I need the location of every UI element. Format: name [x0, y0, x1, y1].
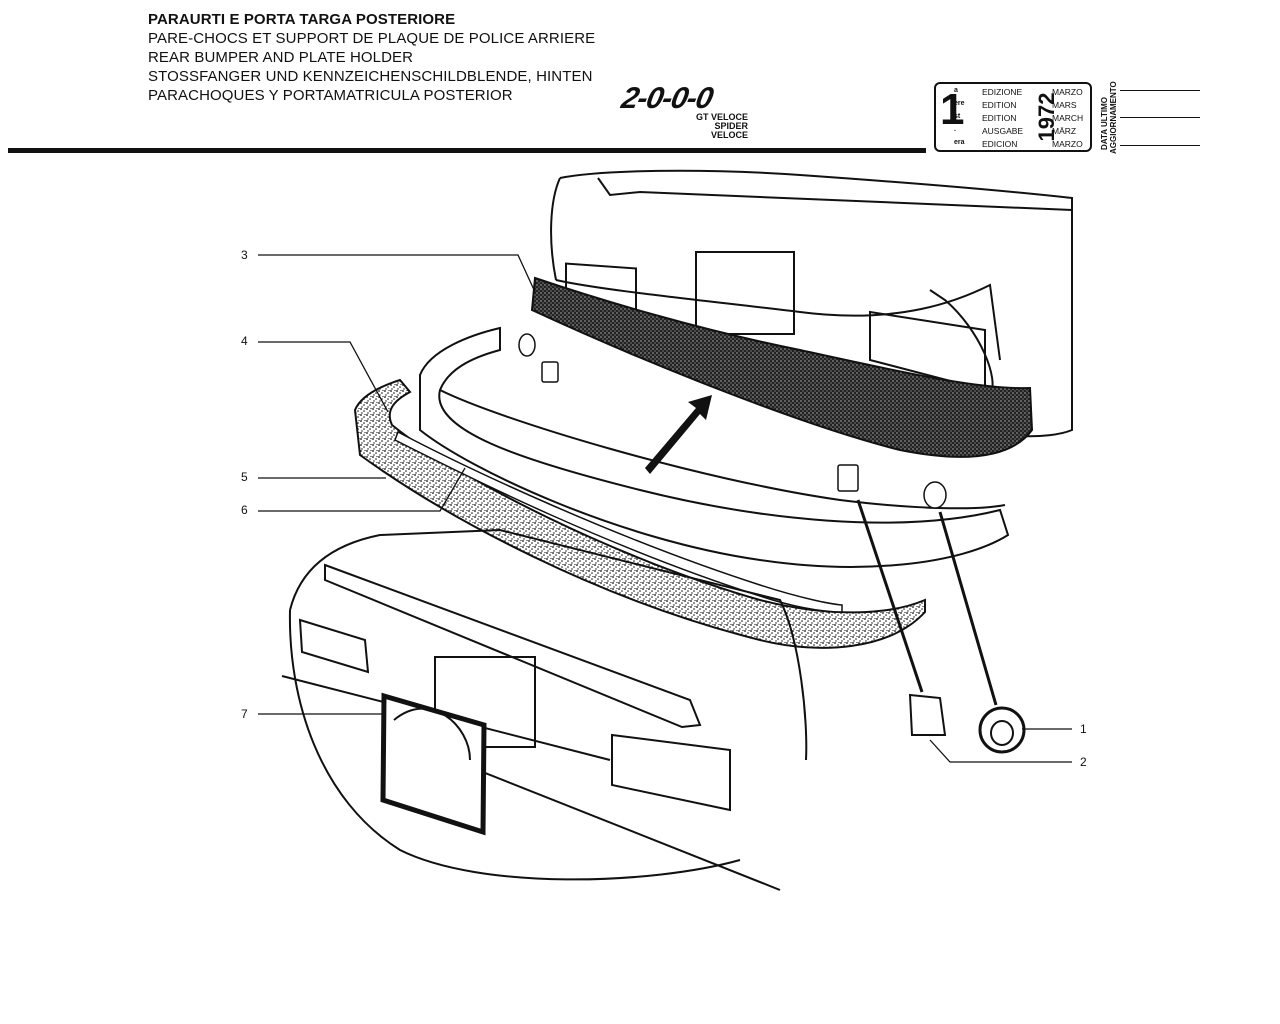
clips-upper [518, 333, 947, 509]
clip-part-2 [908, 693, 947, 736]
edition-suffix: a [954, 87, 958, 94]
leader-lines [258, 254, 1072, 763]
grommet-part-1 [978, 706, 1026, 754]
update-rule [1120, 145, 1200, 146]
bumper-lower [353, 378, 926, 649]
header-rule [8, 148, 926, 153]
logo-line-gt: GT VELOCE [695, 112, 748, 122]
title-fr: PARE-CHOCS ET SUPPORT DE PLAQUE DE POLIC… [148, 30, 596, 47]
edition-label: EDICION [982, 139, 1018, 149]
edition-month: MÄRZ [1052, 126, 1077, 136]
edition-label: EDITION [982, 100, 1017, 110]
title-en: REAR BUMPER AND PLATE HOLDER [148, 49, 414, 66]
title-es: PARACHOQUES Y PORTAMATRICULA POSTERIOR [148, 87, 513, 104]
edition-label: EDIZIONE [982, 87, 1023, 97]
title-de: STOSSFANGER UND KENNZEICHENSCHILDBLENDE,… [148, 68, 593, 85]
edition-label: AUSGABE [982, 126, 1024, 136]
callout-3: 3 [241, 248, 248, 262]
edition-suffix: st [954, 113, 961, 120]
edition-number: 1 [940, 85, 965, 134]
explosion-lines [856, 499, 998, 706]
model-logo: 2-0-0-0 GT VELOCE SPIDER VELOCE [619, 82, 752, 140]
edition-month: MARCH [1052, 113, 1084, 123]
callout-4: 4 [241, 334, 248, 348]
update-rule [1120, 90, 1200, 91]
title-block: PARAURTI E PORTA TARGA POSTERIORE PARE-C… [148, 10, 595, 105]
edition-label: EDITION [982, 113, 1017, 123]
update-rule [1120, 117, 1200, 118]
edition-month: MARZO [1052, 139, 1083, 149]
title-it: PARAURTI E PORTA TARGA POSTERIORE [148, 11, 456, 28]
callout-7: 7 [241, 707, 248, 721]
edition-suffix: ere [954, 100, 965, 107]
edition-month: MARZO [1052, 87, 1083, 97]
edition-suffix: . [954, 126, 956, 133]
edition-box: 1 a ere st . era EDIZIONE EDITION EDITIO… [934, 82, 1092, 152]
logo-subtitle: GT VELOCE SPIDER VELOCE [678, 113, 748, 140]
edition-month: MARS [1052, 100, 1077, 110]
callout-5: 5 [241, 470, 248, 484]
assembly-arrow [645, 395, 712, 474]
callout-6: 6 [241, 503, 248, 517]
logo-line-spider: SPIDER VELOCE [710, 121, 748, 140]
plate-holder-part-7 [380, 692, 487, 836]
installed-bumper [530, 276, 1034, 458]
callout-1: 1 [1080, 722, 1087, 736]
trim-strip [394, 430, 843, 613]
callout-2: 2 [1080, 755, 1087, 769]
edition-suffix: era [954, 139, 965, 146]
